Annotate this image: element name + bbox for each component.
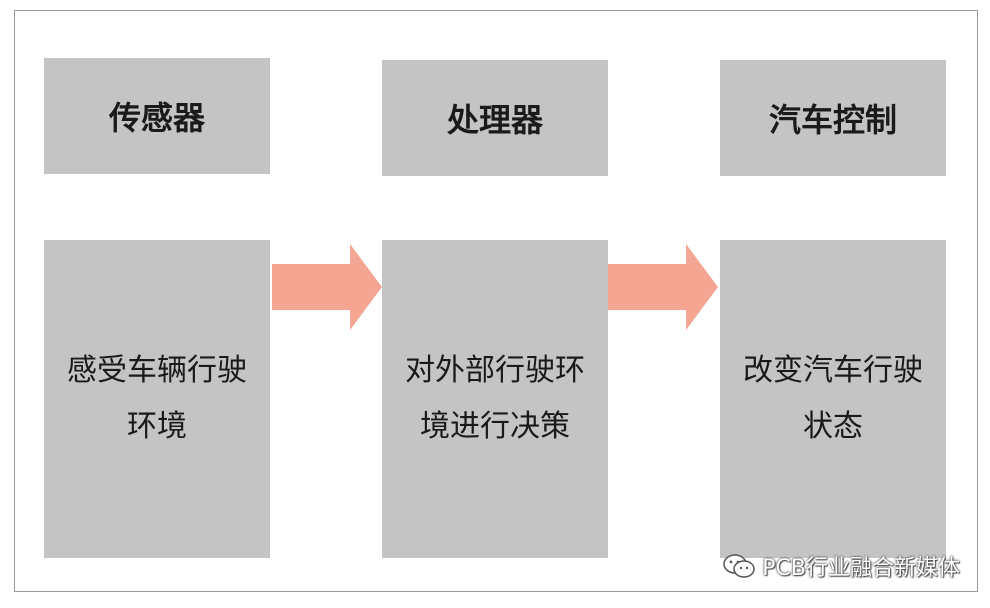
sensor-description-box: 感受车辆行驶环境 xyxy=(44,240,270,558)
sensor-header-label: 传感器 xyxy=(108,99,205,137)
watermark: PCB行业融合新媒体 xyxy=(722,550,960,582)
control-header-box: 汽车控制 xyxy=(720,60,946,176)
control-header-label: 汽车控制 xyxy=(768,101,897,139)
watermark-text: PCB行业融合新媒体 xyxy=(762,556,960,581)
processor-header-label: 处理器 xyxy=(446,101,543,139)
control-description-box: 改变汽车行驶状态 xyxy=(720,240,946,558)
flow-arrow-2 xyxy=(608,244,718,330)
sensor-description-text: 感受车辆行驶环境 xyxy=(67,353,247,444)
sensor-header-box: 传感器 xyxy=(44,58,270,174)
processor-description-box: 对外部行驶环境进行决策 xyxy=(382,240,608,558)
processor-header-box: 处理器 xyxy=(382,60,608,176)
flow-arrow-1 xyxy=(272,244,382,330)
processor-description-text: 对外部行驶环境进行决策 xyxy=(405,353,585,444)
wechat-icon xyxy=(723,554,756,578)
control-description-text: 改变汽车行驶状态 xyxy=(743,353,923,444)
